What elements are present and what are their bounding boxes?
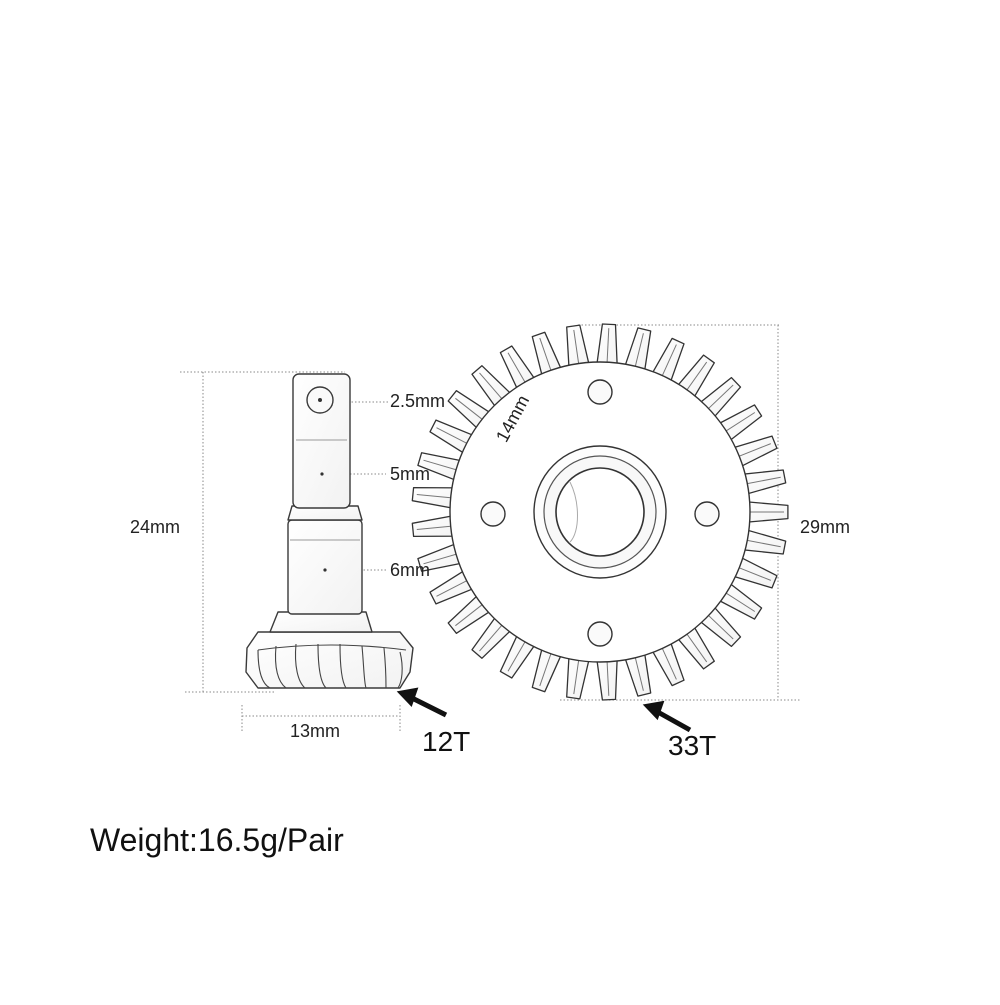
ring-gear-tooth-edge bbox=[416, 494, 455, 499]
pinion-shaft-small-label: 5mm bbox=[390, 464, 430, 484]
ring-gear-tooth-edge bbox=[455, 397, 486, 423]
pinion-width-label: 13mm bbox=[290, 721, 341, 741]
ring-gear-tooth-edge bbox=[479, 372, 505, 403]
ring-gear-tooth-edge bbox=[722, 412, 756, 434]
ring-gear-tooth-edge bbox=[479, 621, 505, 652]
ring-gear bbox=[411, 323, 789, 701]
ring-gear-tooth-edge bbox=[423, 552, 461, 565]
ring-gear-tooth-edge bbox=[684, 361, 708, 394]
ring-gear-tooth-edge bbox=[684, 630, 708, 663]
ring-gear-tooth-edge bbox=[416, 525, 455, 530]
pinion-teeth-label: 12T bbox=[422, 726, 471, 757]
ring-gear-tooth-edge bbox=[436, 427, 471, 446]
ring-gear-tooth-edge bbox=[573, 656, 580, 695]
pinion-shaft-large-label: 6mm bbox=[390, 560, 430, 580]
ring-gear-tooth-edge bbox=[735, 565, 771, 581]
ring-gear-tooth-edge bbox=[633, 333, 644, 371]
weight-label: Weight:16.5g/Pair bbox=[90, 822, 344, 858]
ring-gear-tooth-edge bbox=[507, 638, 528, 672]
ring-gear-tooth-edge bbox=[606, 328, 610, 367]
ring-gear-tooth-edge bbox=[660, 644, 677, 680]
ring-gear-tooth-edge bbox=[705, 612, 734, 640]
pinion-hole-label: 2.5mm bbox=[390, 391, 446, 411]
ring-gear-tooth-edge bbox=[743, 539, 781, 548]
ring-gear-tooth-edge bbox=[507, 352, 528, 386]
ring-diameter-label: 29mm bbox=[800, 517, 851, 537]
pinion-gear bbox=[245, 373, 414, 689]
ring-gear-tooth-edge bbox=[735, 443, 771, 459]
ring-gear-tooth-edge bbox=[455, 601, 486, 627]
ring-gear-tooth-edge bbox=[436, 578, 471, 597]
ring-gear-tooth-edge bbox=[722, 590, 756, 612]
ring-gear-tooth-edge bbox=[606, 657, 610, 696]
ring-gear-tooth-edge bbox=[660, 344, 677, 380]
ring-gear-tooth-edge bbox=[423, 459, 461, 472]
ring-gear-tooth-edge bbox=[743, 476, 781, 485]
ring-teeth-arrow bbox=[642, 700, 692, 733]
ring-gear-tooth-edge bbox=[705, 384, 734, 412]
ring-gear-tooth-edge bbox=[633, 653, 644, 691]
ring-teeth-label: 33T bbox=[668, 730, 717, 761]
ring-gear-tooth-edge bbox=[573, 329, 580, 368]
pinion-height-label: 24mm bbox=[130, 517, 181, 537]
pinion-teeth-arrow bbox=[396, 687, 448, 718]
ring-gear-tooth-edge bbox=[539, 337, 553, 375]
ring-gear-tooth-edge bbox=[539, 649, 553, 687]
